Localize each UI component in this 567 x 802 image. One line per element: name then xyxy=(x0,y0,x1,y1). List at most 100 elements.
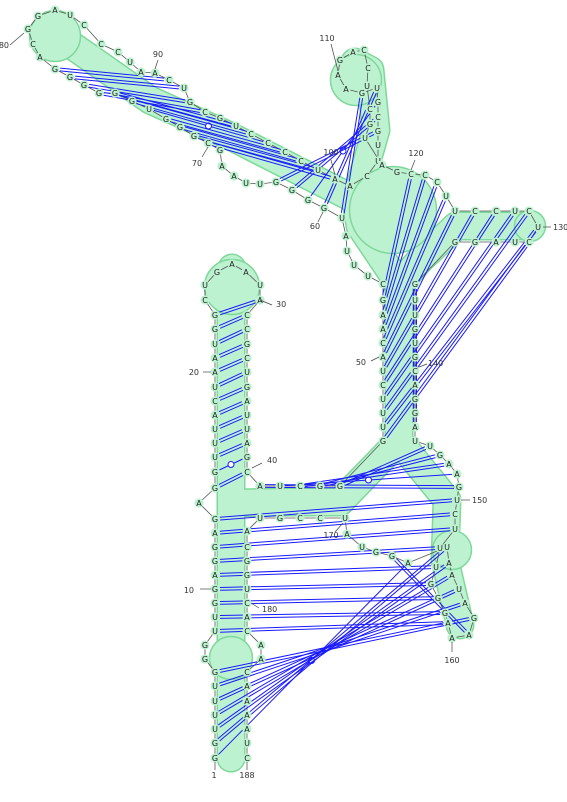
nucleotide-letters: GGUUUUGGGUUGGAGGAGAGGUUUACUAAUGGCUGAAUAC… xyxy=(23,5,543,763)
position-label: 110 xyxy=(319,34,334,43)
base-pair-line xyxy=(220,515,451,535)
nucleotide-bg xyxy=(212,267,222,277)
nucleotide-bg xyxy=(442,542,452,552)
nucleotide: G xyxy=(375,98,381,107)
position-tick xyxy=(154,59,159,70)
nucleotide: C xyxy=(98,40,104,49)
nucleotide: C xyxy=(81,21,87,30)
nucleotide: C xyxy=(526,207,532,216)
nucleotide: A xyxy=(244,725,250,734)
nucleotide: U xyxy=(365,272,371,281)
nucleotide: G xyxy=(412,409,418,418)
nucleotide-bg xyxy=(313,165,323,175)
nucleotide-bg xyxy=(242,452,252,462)
nucleotide: U xyxy=(359,543,365,552)
nucleotide-bg xyxy=(372,83,382,93)
base-pair-line xyxy=(212,145,330,180)
nucleotide: U xyxy=(454,496,460,505)
nucleotide-bg xyxy=(420,170,430,180)
nucleotide: A xyxy=(243,268,249,277)
nucleotide: G xyxy=(244,340,250,349)
nucleotide-bg xyxy=(378,422,388,432)
nucleotide: A xyxy=(449,634,455,643)
nucleotide: G xyxy=(289,186,295,195)
nucleotide: C xyxy=(408,170,414,179)
base-pair-line xyxy=(218,443,243,455)
nucleotide: G xyxy=(212,311,218,320)
nucleotide-bg xyxy=(365,119,375,129)
base-pair-line xyxy=(218,315,243,327)
nucleotide-bg xyxy=(210,738,220,748)
nucleotide: G xyxy=(217,114,223,123)
nucleotide-bg xyxy=(410,380,420,390)
nucleotide-bg xyxy=(94,88,104,98)
nucleotide-bg xyxy=(255,481,265,491)
nucleotide: A xyxy=(380,325,386,334)
base-pair-line xyxy=(199,135,314,168)
nucleotide: G xyxy=(217,146,223,155)
nucleotide: G xyxy=(412,353,418,362)
base-pair-line xyxy=(219,431,244,443)
position-label: 30 xyxy=(276,300,286,309)
nucleotide: U xyxy=(257,281,263,290)
nucleotide-bg xyxy=(210,396,220,406)
nucleotide-bg xyxy=(349,260,359,270)
nucleotide-bg xyxy=(242,598,252,608)
nucleotide-bg xyxy=(242,570,252,580)
backbone-lines xyxy=(27,9,539,758)
base-pair-line xyxy=(218,575,448,712)
nucleotide-bg xyxy=(403,558,413,568)
nucleotide-bg xyxy=(378,295,388,305)
base-pair-line xyxy=(59,70,164,82)
nucleotide-bg xyxy=(179,83,189,93)
nucleotide: C xyxy=(526,238,532,247)
nucleotide-bg xyxy=(189,131,199,141)
nucleotide: G xyxy=(202,655,208,664)
nucleotide: U xyxy=(212,613,218,622)
nucleotide: A xyxy=(138,68,144,77)
nucleotide: A xyxy=(445,619,451,628)
nucleotide: C xyxy=(244,468,250,477)
nucleotide: U xyxy=(212,340,218,349)
base-pair-line xyxy=(220,568,432,577)
base-pair-line xyxy=(382,178,410,295)
base-pair-line xyxy=(184,129,296,162)
base-pair-line xyxy=(384,213,526,409)
nucleotide: G xyxy=(244,453,250,462)
nucleotide: G xyxy=(305,196,311,205)
nucleotide-bg xyxy=(242,612,252,622)
base-pair-line xyxy=(219,602,460,684)
nucleotide-bg xyxy=(255,179,265,189)
nucleotide-bg xyxy=(287,185,297,195)
base-pair-line xyxy=(88,86,185,104)
nucleotide: A xyxy=(344,530,350,539)
nucleotide: U xyxy=(427,442,433,451)
nucleotide: U xyxy=(244,425,250,434)
base-pair-line xyxy=(219,527,450,546)
nucleotide-bg xyxy=(210,612,220,622)
position-tick xyxy=(334,522,344,533)
base-pair-line xyxy=(394,560,465,633)
nucleotide-bg xyxy=(295,513,305,523)
nucleotide: G xyxy=(437,451,443,460)
nucleotide: C xyxy=(493,207,499,216)
nucleotide-bg xyxy=(227,259,237,269)
nucleotide-bg xyxy=(410,279,420,289)
nucleotide: U xyxy=(212,711,218,720)
nucleotide-bg xyxy=(210,667,220,677)
nucleotide-bg xyxy=(242,556,252,566)
base-pair-line xyxy=(119,95,231,127)
nucleotide: G xyxy=(412,395,418,404)
nucleotide-bg xyxy=(242,710,252,720)
nucleotide-bg xyxy=(194,498,204,508)
nucleotide: A xyxy=(244,613,250,622)
nucleotide-bg xyxy=(127,96,137,106)
position-label: 60 xyxy=(310,222,320,231)
nucleotide-bg xyxy=(175,122,185,132)
nucleotide: U xyxy=(412,296,418,305)
nucleotide-bg xyxy=(410,394,420,404)
nucleotide: C xyxy=(244,354,250,363)
nucleotide: G xyxy=(202,641,208,650)
nucleotide: U xyxy=(380,395,386,404)
